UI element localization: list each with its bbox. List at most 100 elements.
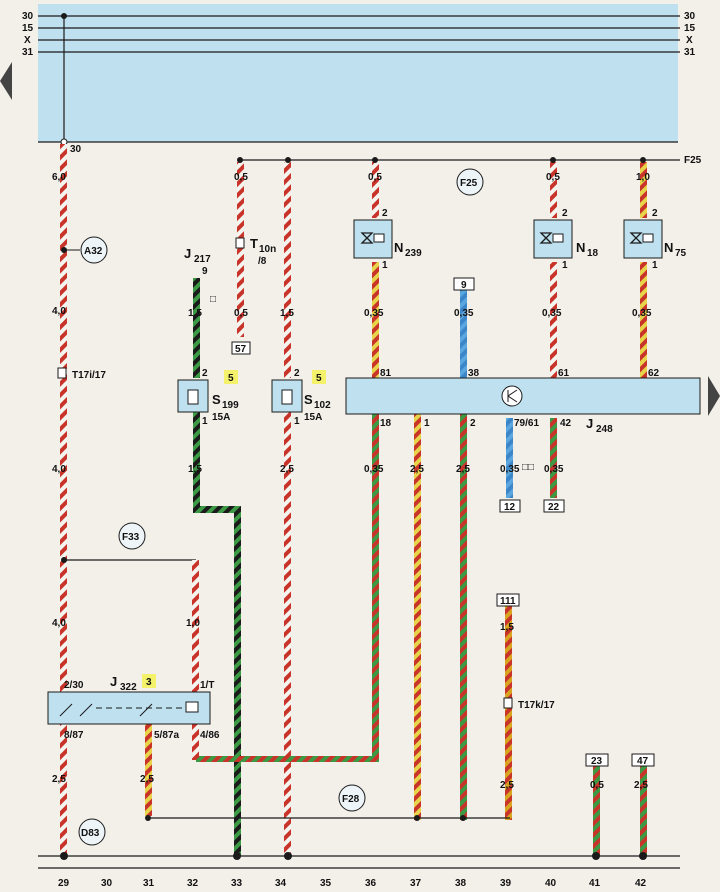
gauge-34-top: 1,5 [280,308,294,319]
t10n-connector: T 10n /8 57 [231,236,276,355]
j322-pin-8-87: 8/87 [64,730,84,741]
gauge-34-bot: 2,5 [280,464,294,475]
gauge-40-top: 0,5 [546,172,560,183]
gauge-38-bot: 2,5 [456,464,470,475]
s102-fuse: 2 1 5 S 102 15A [271,368,331,427]
gauge-41-bot: 0,5 [590,780,604,791]
n75-name: N [664,240,673,255]
wire-32-low [192,724,199,760]
track-40: 40 [545,878,557,889]
f25-label: F25 [460,178,478,189]
bus-label-30-right: 30 [684,11,696,22]
j248-pin-2: 2 [470,418,476,429]
gauge-42-top: 1,0 [636,172,650,183]
j322-sub: 322 [120,682,137,693]
wire-33-down [234,506,241,856]
d83-label: D83 [81,828,100,839]
conn-23-label: 23 [591,756,603,767]
wire-t10n [237,162,244,337]
gauge-36-mid: 0,35 [364,308,384,319]
s102-rating: 15A [304,412,322,423]
bus-label-15-right: 15 [684,23,696,34]
gauge-29-top: 6,0 [52,172,66,183]
wire-33-h [193,506,241,513]
gauge-29-bot: 2,5 [52,774,66,785]
f33-marker: F33 [118,522,146,550]
j248-conn-9: 9 [461,280,467,291]
j248-name: J [586,416,593,431]
wire-29 [60,144,67,856]
gauge-36-top: 0,5 [368,172,382,183]
t17i-label: T17i/17 [72,370,106,381]
s199-sub: 199 [222,400,239,411]
j217-pin: J 217 9 □ [184,246,216,305]
n239-pin-top: 2 [382,208,388,219]
wires [60,144,647,856]
f28-marker: F28 [338,784,366,812]
wire-32 [192,560,199,692]
gauge-37-bot: 2,5 [410,464,424,475]
s199-rating: 15A [212,412,230,423]
wire-34-upper [284,162,291,378]
prev-page-arrow[interactable] [0,62,12,100]
wire-31 [145,724,152,816]
wire-37 [414,412,421,820]
n75-pin-bot: 1 [652,260,658,271]
bus-label-x-left: X [24,35,31,46]
track-41: 41 [589,878,601,889]
s102-pin-bot: 1 [294,416,300,427]
j322-slot: 3 [146,677,152,688]
gauge-t10n-top: 0,5 [234,172,248,183]
feed-30-node [61,13,67,19]
j248-pin-81: 81 [380,368,392,379]
j248-sub: 248 [596,424,613,435]
n18-valve: 2 1 N 18 [533,208,599,271]
gauge-40-bot: 0,35 [544,464,564,475]
track-35: 35 [320,878,332,889]
n18-sub: 18 [587,248,599,259]
j217-sub: 217 [194,254,211,265]
bus-label-31-right: 31 [684,47,696,58]
j248-pin-38: 38 [468,368,480,379]
wire-40-mid [550,262,557,378]
conn-47: 47 [631,753,655,767]
bus-label-x-right: X [686,35,693,46]
track-42: 42 [635,878,647,889]
wire-40-bot [550,418,557,498]
j248-pin-61: 61 [558,368,570,379]
a32-label: A32 [84,246,103,257]
wire-34-lower [284,412,291,856]
j248-unit: 81 38 61 62 18 1 2 79/61 42 J 248 9 12 2… [345,277,701,513]
wire-40-top [550,162,557,218]
t17k-label: T17k/17 [518,700,555,711]
j248-double-square: □□ [522,462,534,473]
j248-conn-22: 22 [548,502,560,513]
j248-pin-79-61: 79/61 [514,418,539,429]
gauge-36-bot: 0,35 [364,464,384,475]
n239-pin-bot: 1 [382,260,388,271]
gauge-40-mid: 0,35 [542,308,562,319]
gauge-t10n-bot: 0,5 [234,308,248,319]
t10n-name: T [250,236,258,251]
gauge-42-bot: 2,5 [634,780,648,791]
next-page-arrow[interactable] [708,376,720,416]
j322-pin-5-87a: 5/87a [154,730,179,741]
t17k-connector: 111 T17k/17 [496,593,555,711]
j322-relay: 2/30 1/T 8/87 5/87a 4/86 J 322 3 [47,674,220,741]
j248-pin-18: 18 [380,418,392,429]
track-34: 34 [275,878,287,889]
track-numbers: 29 30 31 32 33 34 35 36 37 38 39 40 41 4… [58,878,647,889]
conn-47-label: 47 [637,756,649,767]
j322-pin-1-T: 1/T [200,680,214,691]
track-36: 36 [365,878,377,889]
wire-39 [505,606,512,820]
f28-label: F28 [342,794,360,805]
gauge-42-mid: 0,35 [632,308,652,319]
gauge-29-low: 4,0 [52,464,66,475]
track-32: 32 [187,878,199,889]
t17i-connector: T17i/17 [57,367,106,381]
gauge-38-mid: 0,35 [454,308,474,319]
gauge-38b-bot: 0,35 [500,464,520,475]
s102-slot: 5 [316,373,322,384]
